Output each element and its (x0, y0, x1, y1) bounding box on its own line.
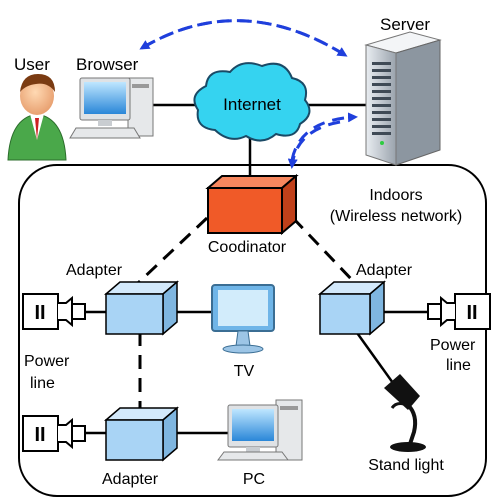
internet-cloud-icon (193, 62, 311, 142)
power-plug-icon (427, 293, 491, 330)
stand-light-label: Stand light (368, 457, 444, 474)
data-flow-arrows (139, 19, 358, 169)
adapter-label-bottom: Adapter (102, 471, 159, 488)
wireless-network-label: (Wireless network) (330, 208, 462, 225)
coordinator-box-icon (205, 173, 299, 236)
power-plug-icon (22, 293, 86, 330)
browser-label: Browser (76, 55, 139, 74)
indoors-region (18, 164, 487, 497)
browser-computer-icon (69, 77, 154, 139)
socket-symbol: II (34, 424, 45, 446)
adapter-box-bottom (103, 406, 180, 462)
internet-label: Internet (223, 95, 281, 114)
pc-computer-icon (217, 399, 303, 461)
adapter-label-top-left: Adapter (66, 262, 123, 279)
power-line-label-right: line (446, 357, 471, 374)
adapter-box-top-left (103, 280, 180, 336)
tv-monitor-icon (211, 284, 275, 354)
pc-label: PC (243, 471, 265, 488)
stand-light-lamp-icon (384, 374, 426, 452)
user-label: User (14, 55, 50, 74)
power-line-label-right: Power (430, 337, 476, 354)
server-tower-icon (364, 31, 442, 166)
coordinator-label: Coodinator (208, 239, 287, 256)
socket-symbol: II (34, 302, 45, 324)
tv-label: TV (234, 363, 255, 380)
server-label: Server (380, 15, 430, 34)
power-line-label-left: Power (24, 353, 70, 370)
socket-symbol: II (466, 302, 477, 324)
user-person-icon (7, 74, 67, 161)
power-plug-icon (22, 415, 86, 452)
wireless-links (136, 216, 357, 408)
power-line-label-left: line (30, 375, 55, 392)
indoors-label: Indoors (369, 187, 422, 204)
adapter-label-right: Adapter (356, 262, 413, 279)
adapter-box-right (317, 280, 387, 336)
